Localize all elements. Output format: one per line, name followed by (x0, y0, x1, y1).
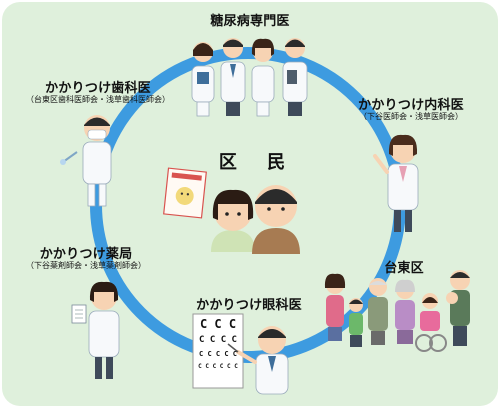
eye-chart-board (192, 313, 244, 389)
label-family-pharmacy-associations: （下谷薬剤師会・浅草薬剤師会） (26, 261, 146, 270)
label-family-dentist: かかりつけ歯科医 (45, 81, 151, 96)
eye-chart-row: C C C C (199, 335, 237, 345)
eye-chart-row: C C C C C (199, 350, 237, 358)
dentist-illustration (60, 115, 112, 207)
eye-chart-row: C C C C C C (198, 363, 238, 370)
label-family-pharmacy: かかりつけ薬局 (39, 247, 133, 262)
eye-chart-letters: C C C C C C C C C C C C C C C C C C (193, 318, 243, 370)
resident-man-illustration (252, 185, 300, 254)
brochure-illustration (163, 167, 207, 219)
internal-medicine-doctor-illustration (373, 134, 419, 232)
diabetes-specialists-illustration (191, 38, 308, 117)
ophthalmologist-illustration (227, 326, 289, 395)
label-taito-ward: 台東区 (384, 261, 424, 276)
label-diabetes-specialist: 糖尿病専門医 (210, 14, 290, 29)
label-family-ophthalmologist: かかりつけ眼科医 (196, 298, 302, 313)
resident-woman-illustration (211, 189, 255, 252)
eye-chart-row: C C C (199, 317, 237, 331)
label-residents: 区 民 (218, 152, 298, 173)
ward-residents-illustration (324, 270, 470, 352)
pharmacist-illustration (71, 281, 120, 379)
label-family-dentist-associations: （台東区歯科医師会・浅草歯科医師会） (26, 95, 170, 104)
label-family-internist-associations: （下谷医師会・浅草医師会） (359, 112, 463, 121)
label-family-internist: かかりつけ内科医 (358, 98, 464, 113)
